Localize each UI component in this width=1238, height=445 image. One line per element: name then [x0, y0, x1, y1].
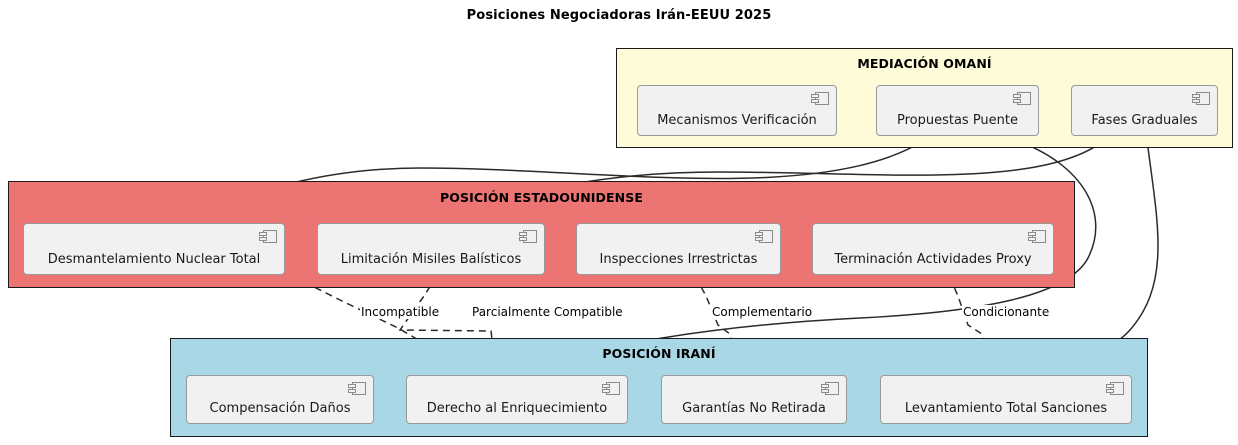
component-icon	[602, 382, 620, 395]
component-levantamiento-total-sanciones[interactable]: Levantamiento Total Sanciones	[880, 375, 1132, 424]
component-label: Levantamiento Total Sanciones	[904, 401, 1108, 416]
package-title-usa: POSICIÓN ESTADOUNIDENSE	[440, 190, 643, 205]
edge-label-complementario: Complementario	[711, 305, 814, 319]
page-title: Posiciones Negociadoras Irán-EEUU 2025	[466, 8, 772, 23]
component-label: Propuestas Puente	[896, 113, 1019, 128]
component-icon	[1013, 92, 1031, 105]
component-label: Desmantelamiento Nuclear Total	[47, 252, 261, 267]
edge-label-condicionante: Condicionante	[962, 305, 1051, 319]
edge-label-parcialmente-compatible: Parcialmente Compatible	[471, 305, 624, 319]
component-mecanismos-verificacion[interactable]: Mecanismos Verificación	[637, 85, 837, 136]
component-label: Compensación Daños	[209, 401, 351, 416]
component-label: Terminación Actividades Proxy	[834, 252, 1032, 267]
component-icon	[811, 92, 829, 105]
component-label: Fases Graduales	[1091, 113, 1198, 128]
component-icon	[755, 230, 773, 243]
component-derecho-al-enriquecimiento[interactable]: Derecho al Enriquecimiento	[406, 375, 628, 424]
component-label: Derecho al Enriquecimiento	[426, 401, 608, 416]
component-fases-graduales[interactable]: Fases Graduales	[1071, 85, 1218, 136]
edge-label-incompatible: Incompatible	[360, 305, 441, 319]
component-compensacion-danos[interactable]: Compensación Daños	[186, 375, 374, 424]
package-mediacion-omani[interactable]: MEDIACIÓN OMANÍ Mecanismos Verificación …	[616, 48, 1233, 148]
component-label: Limitación Misiles Balísticos	[340, 252, 522, 267]
component-icon	[821, 382, 839, 395]
package-posicion-irani[interactable]: POSICIÓN IRANÍ Compensación Daños Derech…	[170, 338, 1148, 437]
component-icon	[1192, 92, 1210, 105]
component-garantias-no-retirada[interactable]: Garantías No Retirada	[661, 375, 847, 424]
component-label: Garantías No Retirada	[682, 401, 826, 416]
component-icon	[1028, 230, 1046, 243]
component-desmantelamiento-nuclear-total[interactable]: Desmantelamiento Nuclear Total	[23, 223, 285, 275]
component-inspecciones-irrestrictas[interactable]: Inspecciones Irrestrictas	[576, 223, 781, 275]
component-terminacion-actividades-proxy[interactable]: Terminación Actividades Proxy	[812, 223, 1054, 275]
package-title-oman: MEDIACIÓN OMANÍ	[857, 56, 992, 71]
component-icon	[1106, 382, 1124, 395]
package-posicion-estadounidense[interactable]: POSICIÓN ESTADOUNIDENSE Desmantelamiento…	[8, 181, 1075, 288]
component-label: Inspecciones Irrestrictas	[599, 252, 758, 267]
component-icon	[519, 230, 537, 243]
component-propuestas-puente[interactable]: Propuestas Puente	[876, 85, 1039, 136]
component-icon	[259, 230, 277, 243]
component-icon	[348, 382, 366, 395]
component-label: Mecanismos Verificación	[657, 113, 817, 128]
component-limitacion-misiles-balisticos[interactable]: Limitación Misiles Balísticos	[317, 223, 545, 275]
package-title-iran: POSICIÓN IRANÍ	[602, 346, 716, 361]
